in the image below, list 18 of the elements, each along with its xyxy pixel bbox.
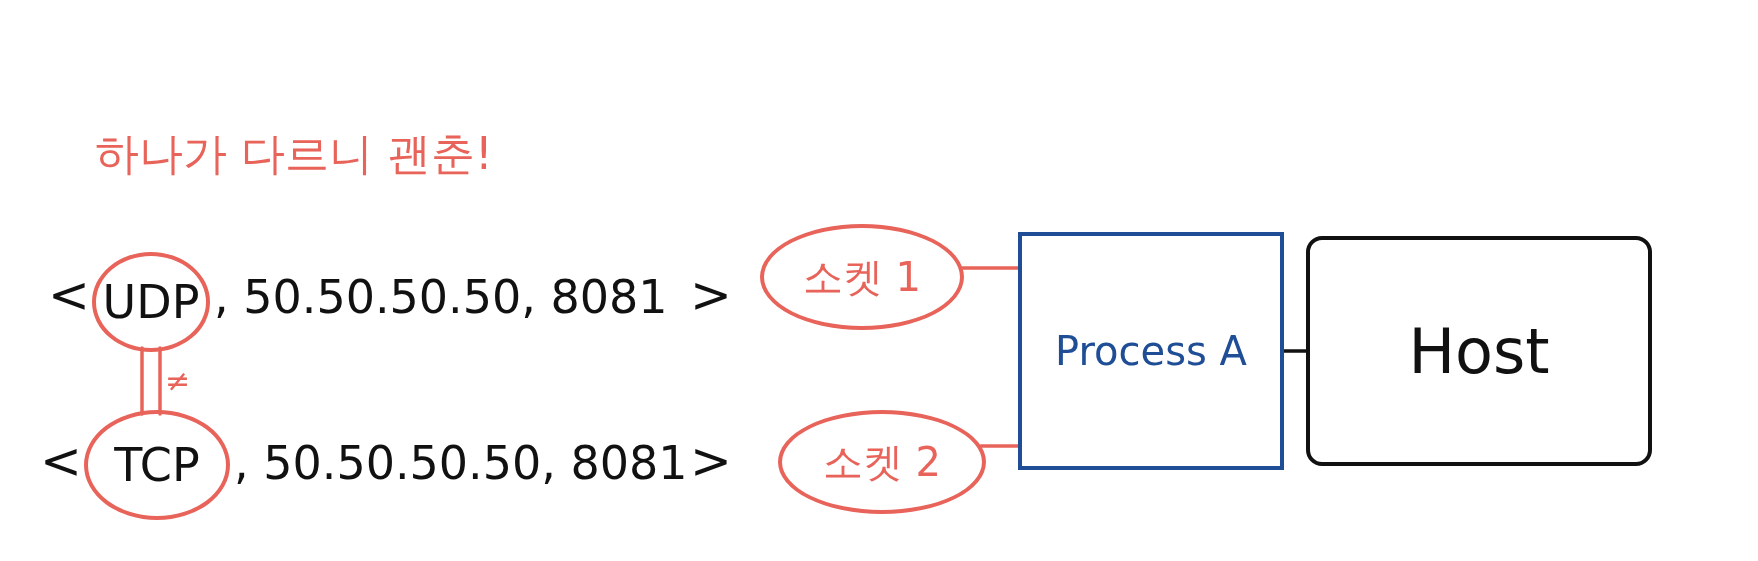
note-text: 하나가 다르니 괜춘! (95, 130, 493, 179)
address-text: , 50.50.50.50, 8081 (214, 272, 668, 323)
address-text: , 50.50.50.50, 8081 (234, 438, 688, 489)
socket-ellipse: 소켓 2 (778, 410, 986, 514)
socket-ellipse: 소켓 1 (760, 224, 964, 330)
bracket-text: < (40, 434, 82, 489)
bracket-text: > (690, 434, 732, 489)
connector-line (960, 266, 1020, 270)
circled-text: UDP (92, 252, 210, 352)
process-box: Process A (1018, 232, 1284, 470)
connector-line (140, 346, 162, 416)
connector-line (979, 444, 1020, 448)
bracket-text: > (690, 268, 732, 323)
bracket-text: < (48, 268, 90, 323)
edge-label: ≠ (165, 366, 191, 396)
host-box: Host (1306, 236, 1652, 466)
circled-text: TCP (84, 410, 230, 520)
connector-line (1282, 349, 1308, 353)
